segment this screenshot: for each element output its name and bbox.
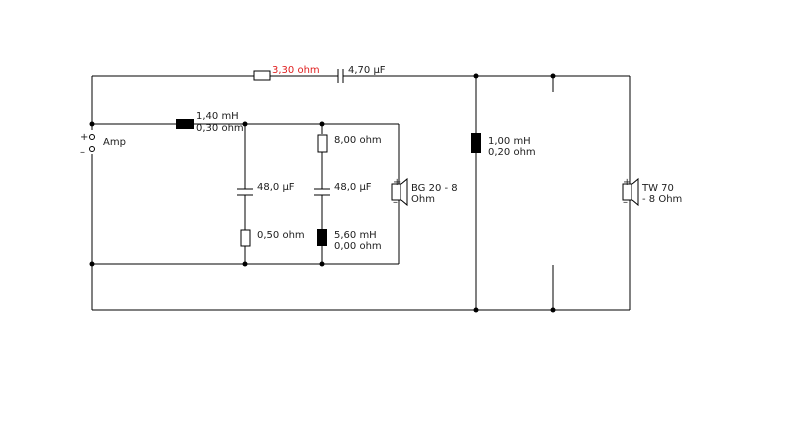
shunt-capacitor-1: 48,0 µF	[237, 182, 295, 196]
speaker-cone-icon	[631, 177, 639, 207]
junction-dots	[89, 73, 556, 313]
notch-inductor-inductance: 5,60 mH	[334, 230, 377, 241]
amp-plus-terminal-icon	[89, 134, 95, 140]
tweeter-inductor-resistance: 0,20 ohm	[488, 147, 536, 158]
tweeter-inductor-inductance: 1,00 mH	[488, 136, 531, 147]
series-resistor-value: 3,30 ohm	[272, 65, 320, 76]
notch-capacitor: 48,0 µF	[314, 182, 372, 196]
amp-source: + – Amp	[80, 130, 126, 158]
inductor-icon	[176, 119, 194, 129]
woofer-inductor-resistance: 0,30 ohm	[196, 123, 244, 134]
inductor-icon	[471, 133, 481, 153]
inductor-icon	[317, 229, 327, 246]
woofer-plus-sign: +	[393, 177, 401, 188]
woofer-speaker: + – BG 20 - 8 Ohm	[391, 177, 458, 208]
amp-minus-sign: –	[80, 147, 85, 158]
series-capacitor-value: 4,70 µF	[348, 65, 386, 76]
shunt-capacitor-1-value: 48,0 µF	[257, 182, 295, 193]
wires	[91, 75, 631, 311]
tweeter-inductor: 1,00 mH 0,20 ohm	[471, 133, 536, 158]
notch-inductor-resistance: 0,00 ohm	[334, 241, 382, 252]
woofer-label-line1: BG 20 - 8	[411, 183, 458, 194]
woofer-minus-sign: –	[393, 197, 398, 208]
tweeter-minus-sign: –	[623, 197, 628, 208]
tweeter-plus-sign: +	[623, 177, 631, 188]
amp-minus-terminal-icon	[89, 146, 95, 152]
series-capacitor: 4,70 µF	[337, 65, 386, 83]
notch-resistor-value: 8,00 ohm	[334, 135, 382, 146]
resistor-icon	[240, 229, 251, 247]
series-resistor: 3,30 ohm	[253, 65, 320, 81]
amp-plus-sign: +	[80, 132, 88, 143]
tweeter-label-line1: TW 70	[641, 183, 674, 194]
speaker-cone-icon	[400, 177, 408, 207]
woofer-label-line2: Ohm	[411, 194, 435, 205]
shunt-resistor-1: 0,50 ohm	[240, 229, 305, 247]
tweeter-label-line2: - 8 Ohm	[642, 194, 682, 205]
woofer-inductor-inductance: 1,40 mH	[196, 111, 239, 122]
woofer-inductor: 1,40 mH 0,30 ohm	[176, 111, 244, 134]
notch-inductor: 5,60 mH 0,00 ohm	[317, 229, 382, 252]
tweeter-speaker: + – TW 70 - 8 Ohm	[622, 177, 682, 208]
shunt-resistor-1-value: 0,50 ohm	[257, 230, 305, 241]
resistor-icon	[253, 70, 271, 81]
notch-resistor: 8,00 ohm	[317, 134, 382, 153]
notch-capacitor-value: 48,0 µF	[334, 182, 372, 193]
resistor-icon	[317, 134, 328, 153]
amp-label: Amp	[103, 137, 126, 148]
